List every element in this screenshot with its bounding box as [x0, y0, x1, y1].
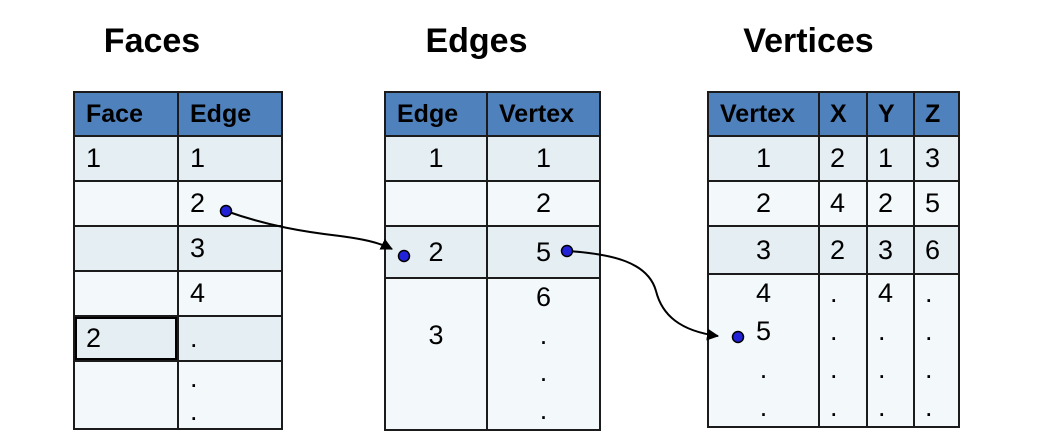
cell	[75, 362, 179, 428]
cell-line: .	[878, 316, 886, 347]
cell-line: .	[190, 363, 198, 393]
cell-line: 4	[878, 278, 894, 309]
cell-line: .	[759, 353, 768, 384]
table-row: 3	[75, 227, 281, 272]
cell-line: 4	[755, 278, 772, 309]
table-row: 4	[75, 272, 281, 317]
cell	[75, 272, 179, 315]
cell-line: .	[925, 391, 933, 422]
faces-title: Faces	[103, 22, 201, 60]
cell-vertex-5: 5	[755, 316, 772, 347]
cell: 1	[709, 137, 820, 180]
cell-line	[386, 354, 486, 392]
table-row: 3 2 3 6	[709, 227, 958, 275]
table-row: 2	[386, 182, 599, 227]
faces-table: Face Edge 1 1 2 3 4 2 .	[73, 91, 283, 430]
cell-line: .	[830, 391, 838, 422]
cell: 4 . . .	[868, 275, 915, 426]
vertices-title: Vertices	[743, 22, 874, 60]
cell-edge-vertex-5: 5	[535, 236, 552, 267]
cell-line: .	[925, 353, 933, 384]
cell: 2	[820, 227, 868, 273]
cell-line	[86, 395, 177, 428]
cell: 5	[925, 188, 941, 218]
cell-line: .	[925, 278, 933, 309]
table-row-continuation: 4 5 . . . . . . 4 . . . . . . .	[709, 275, 958, 426]
cell-line: .	[925, 316, 933, 347]
edges-table: Edge Vertex 1 1 2 2 5 3 6 . .	[384, 91, 601, 431]
cell: 6	[925, 234, 941, 265]
header-cell-vertex: Vertex	[709, 93, 820, 135]
cell: 2	[868, 182, 915, 225]
cell: 3	[925, 143, 941, 173]
cell: 1	[190, 143, 206, 173]
cell: 3	[709, 227, 820, 273]
cell-edge-2: 2	[386, 227, 488, 277]
edges-title: Edges	[425, 22, 528, 60]
header-cell-x: X	[820, 93, 868, 135]
cell	[75, 182, 179, 225]
cell: 1	[535, 143, 552, 173]
table-row: 1 1	[386, 137, 599, 182]
cell: 4	[820, 182, 868, 225]
cell-line: .	[830, 316, 838, 347]
header-cell-z: Z	[925, 99, 941, 128]
cell	[75, 227, 179, 270]
cell	[386, 182, 488, 225]
cell: 2	[820, 137, 868, 180]
cell-line	[86, 362, 177, 395]
cell: . . . .	[820, 275, 868, 426]
table-row: 1 1	[75, 137, 281, 182]
cell: 2	[709, 182, 820, 225]
cell-line: .	[539, 394, 548, 425]
cell-line: 3	[428, 319, 444, 350]
cell-face-edge-2: 2	[190, 188, 206, 218]
cell: 6 . . .	[488, 279, 599, 429]
header-cell-face: Face	[75, 93, 179, 135]
cell-line	[386, 279, 486, 317]
cell: 4	[190, 278, 206, 308]
cell: 1	[868, 137, 915, 180]
cell-line: .	[759, 391, 768, 422]
cell: 4 5 . .	[709, 275, 820, 426]
header-cell-edge: Edge	[386, 93, 488, 135]
edges-header-row: Edge Vertex	[386, 93, 599, 137]
header-cell-vertex: Vertex	[499, 99, 575, 128]
cell: 1	[75, 137, 179, 180]
table-row-continuation: 3 6 . . .	[386, 279, 599, 429]
table-row: 2 4 2 5	[709, 182, 958, 227]
cell-line: .	[539, 319, 548, 350]
cell: 1	[386, 137, 488, 180]
cell: 3	[868, 227, 915, 273]
cell-line: 6	[535, 282, 552, 313]
cell-line: .	[539, 357, 548, 388]
faces-header-row: Face Edge	[75, 93, 281, 137]
cell: 3	[386, 279, 488, 429]
header-cell-edge: Edge	[190, 99, 252, 128]
table-row: 2 .	[75, 317, 281, 362]
cell: . . . .	[915, 275, 958, 426]
vertices-table: Vertex X Y Z 1 2 1 3 2 4 2 5 3 2 3 6 4 5	[707, 91, 960, 428]
cell: 3	[190, 233, 206, 263]
cell-line: .	[830, 353, 838, 384]
header-cell-y: Y	[868, 93, 915, 135]
cell-line: .	[878, 391, 886, 422]
cell-line: .	[830, 278, 838, 309]
table-row-continuation: . .	[75, 362, 281, 428]
table-row: 2	[75, 182, 281, 227]
cell-line	[386, 392, 486, 430]
cell: . .	[179, 362, 281, 428]
cell-line: .	[190, 396, 198, 426]
table-row: 2 5	[386, 227, 599, 279]
cell-line: .	[878, 353, 886, 384]
cell: 2	[535, 188, 552, 218]
vertices-header-row: Vertex X Y Z	[709, 93, 958, 137]
cell-face-2: 2	[75, 317, 179, 360]
cell: .	[190, 323, 198, 353]
table-row: 1 2 1 3	[709, 137, 958, 182]
